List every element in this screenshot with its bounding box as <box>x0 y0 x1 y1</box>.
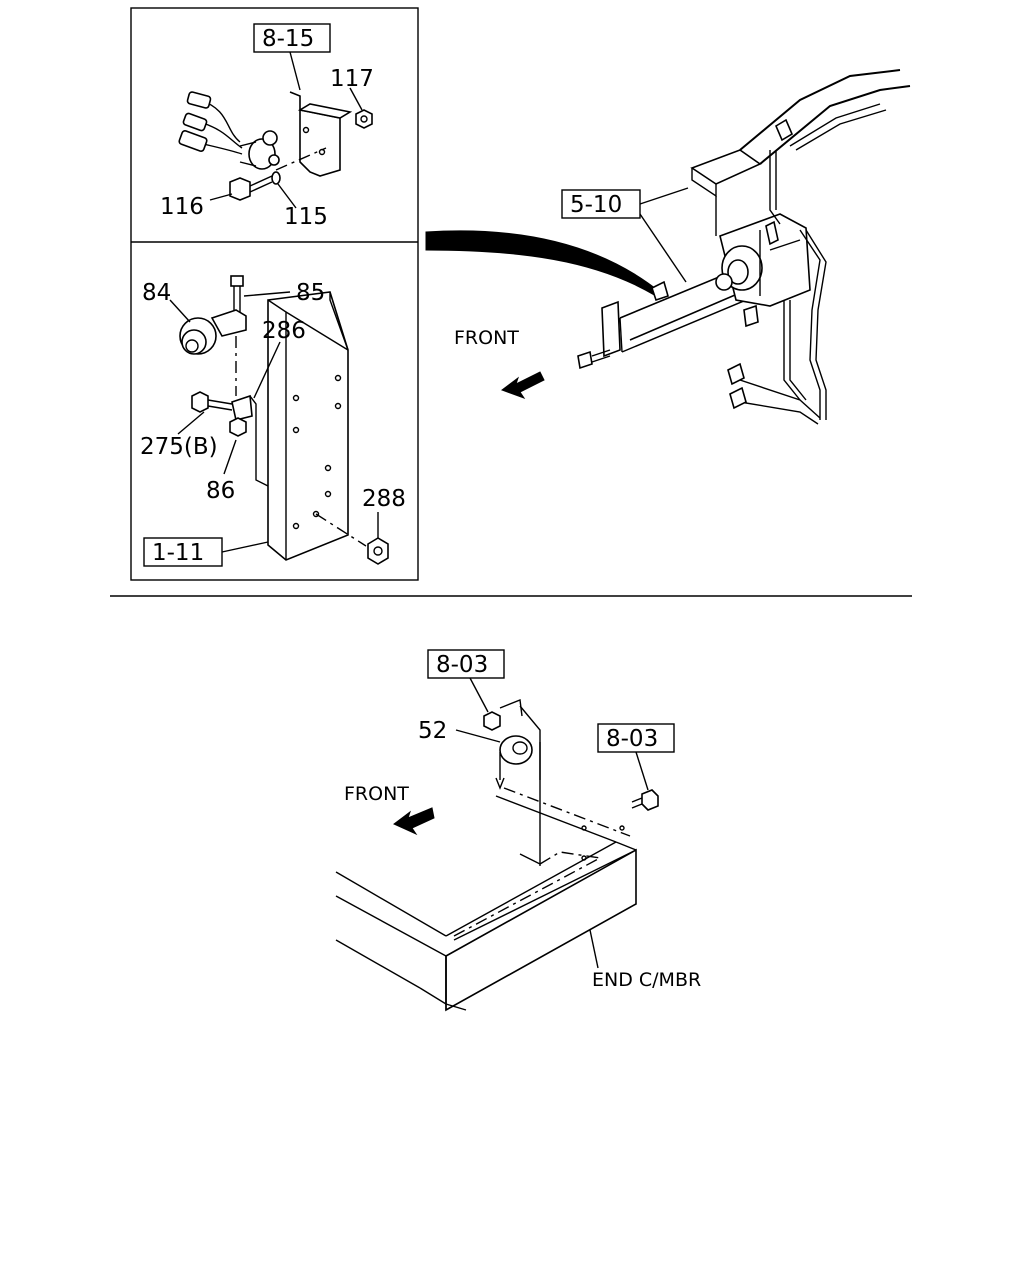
bracket-assembly-detail <box>169 275 389 565</box>
callout-275b: 275(B) <box>140 434 218 460</box>
callout-288: 288 <box>362 486 406 512</box>
callout-52: 52 <box>418 718 447 744</box>
callout-8-03-b: 8-03 <box>597 723 675 753</box>
front-arrow-bottom <box>393 807 435 836</box>
callout-8-03-a: 8-03 <box>427 649 505 679</box>
switch-assembly-detail <box>178 51 373 209</box>
frame-pipe-assembly <box>577 69 911 425</box>
callout-116: 116 <box>160 194 204 220</box>
callout-86: 86 <box>206 478 235 504</box>
ref-5-10-label: 5-10 <box>570 192 622 218</box>
callout-286: 286 <box>262 318 306 344</box>
callout-115: 115 <box>284 204 328 230</box>
ref-8-03-b-label: 8-03 <box>606 726 658 752</box>
callout-5-10: 5-10 <box>561 189 641 219</box>
ref-1-11-label: 1-11 <box>152 540 204 566</box>
front-label-bottom: FRONT <box>344 783 409 805</box>
callout-84: 84 <box>142 280 171 306</box>
callout-8-15: 8-15 <box>253 23 331 53</box>
end-cmbr-label: END C/MBR <box>592 969 701 991</box>
ref-8-15-label: 8-15 <box>262 26 314 52</box>
ref-8-03-a-label: 8-03 <box>436 652 488 678</box>
detail-pointer-arrow <box>425 230 661 297</box>
callout-85: 85 <box>296 280 325 306</box>
end-crossmember-assembly <box>335 677 659 1012</box>
front-label-top: FRONT <box>454 327 519 349</box>
front-arrow-top <box>500 371 545 399</box>
inset-panel <box>130 7 419 581</box>
callout-1-11: 1-11 <box>143 537 223 567</box>
callout-117: 117 <box>330 66 374 92</box>
